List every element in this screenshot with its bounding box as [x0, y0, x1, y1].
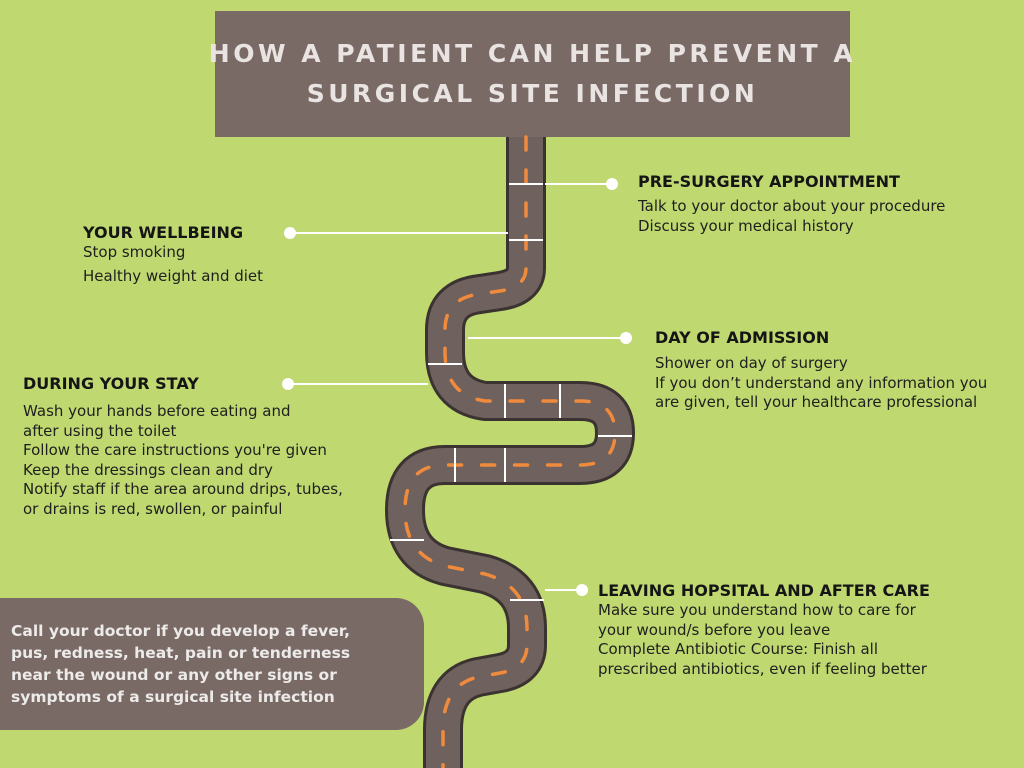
step-line: Keep the dressings clean and dry: [23, 460, 273, 479]
connector-dot-pre-surgery: [606, 178, 618, 190]
step-line: your wound/s before you leave: [598, 620, 831, 639]
step-line: are given, tell your healthcare professi…: [655, 393, 978, 411]
step-line: If you don’t understand any information …: [655, 373, 988, 392]
connector-lines: [282, 178, 632, 596]
connector-dot-wellbeing: [284, 227, 296, 239]
step-line: after using the toilet: [23, 421, 177, 440]
connector-dot-leaving: [576, 584, 588, 596]
step-line: Notify staff if the area around drips, t…: [23, 480, 343, 498]
road-segment-seams: [390, 183, 632, 601]
callout-line: pus, redness, heat, pain or tenderness: [11, 644, 351, 662]
callout-line: Call your doctor if you develop a fever,: [11, 622, 351, 640]
step-line: Talk to your doctor about your procedure: [638, 197, 946, 215]
step-during-stay: DURING YOUR STAY Wash your hands before …: [23, 374, 343, 519]
step-leaving: LEAVING HOPSITAL AND AFTER CARE Make sur…: [598, 581, 930, 679]
step-heading: YOUR WELLBEING: [83, 223, 244, 242]
step-line: Follow the care instructions you're give…: [23, 441, 327, 459]
callout-line: symptoms of a surgical site infection: [11, 688, 335, 706]
road-center-dashes: [403, 135, 617, 768]
step-line: Shower on day of surgery: [655, 354, 848, 372]
step-line: prescribed antibiotics, even if feeling …: [598, 659, 927, 678]
step-pre-surgery: PRE-SURGERY APPOINTMENT Talk to your doc…: [638, 172, 945, 236]
step-heading: DURING YOUR STAY: [23, 374, 199, 393]
step-line: Make sure you understand how to care for: [598, 601, 916, 619]
step-heading: DAY OF ADMISSION: [655, 328, 830, 347]
step-line: Complete Antibiotic Course: Finish all: [598, 640, 878, 658]
title-line-2: SURGICAL SITE INFECTION: [306, 79, 759, 108]
step-wellbeing: YOUR WELLBEING Stop smoking Healthy weig…: [83, 223, 263, 286]
connector-dot-during-stay: [282, 378, 294, 390]
step-line: or drains is red, swollen, or painful: [23, 499, 283, 518]
step-line: Healthy weight and diet: [83, 266, 264, 285]
step-line: Wash your hands before eating and: [23, 402, 291, 420]
step-admission: DAY OF ADMISSION Shower on day of surger…: [655, 328, 987, 413]
step-line: Discuss your medical history: [638, 216, 854, 235]
step-heading: LEAVING HOPSITAL AND AFTER CARE: [598, 581, 930, 600]
step-heading: PRE-SURGERY APPOINTMENT: [638, 172, 900, 191]
callout-line: near the wound or any other signs or: [11, 666, 337, 684]
road-surface: [388, 137, 632, 768]
step-line: Stop smoking: [83, 243, 186, 261]
connector-dot-admission: [620, 332, 632, 344]
title-line-1: HOW A PATIENT CAN HELP PREVENT A: [208, 39, 857, 68]
warning-callout: Call your doctor if you develop a fever,…: [0, 598, 424, 730]
title-banner: HOW A PATIENT CAN HELP PREVENT A SURGICA…: [209, 11, 853, 137]
